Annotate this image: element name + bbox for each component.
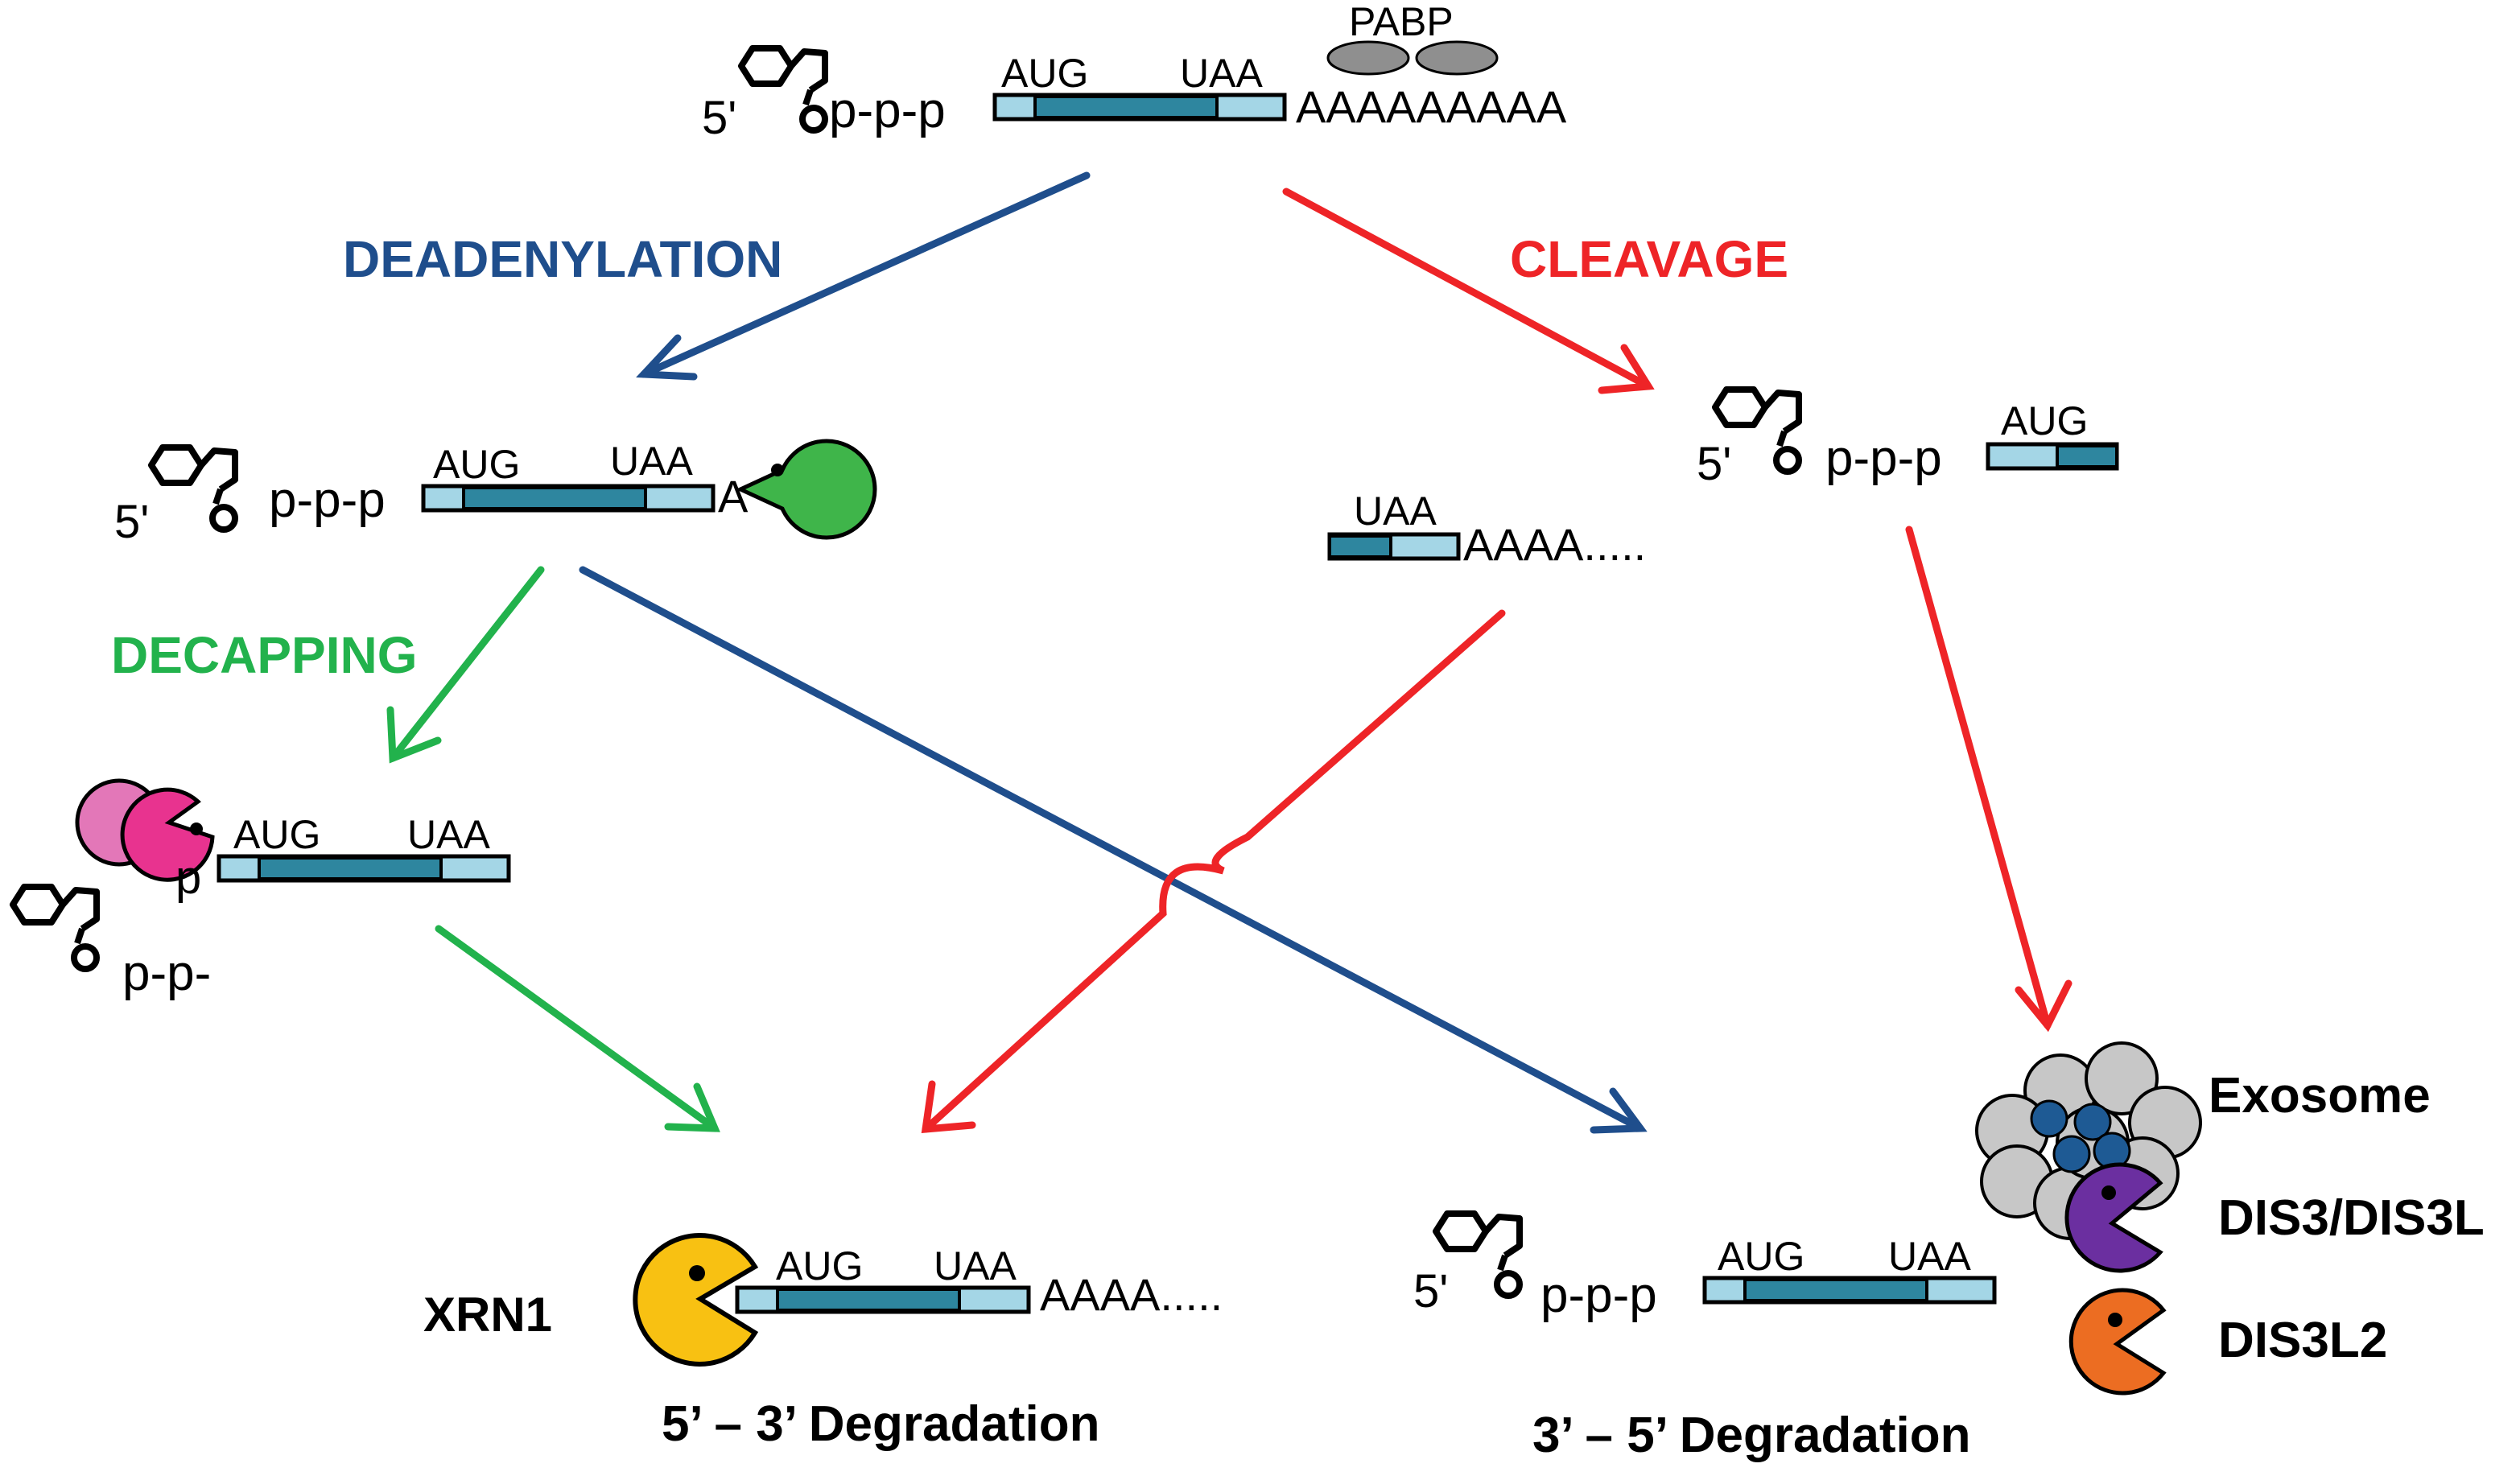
xrn1-pacman-icon [633,1233,759,1367]
residual-a-label: A [718,471,749,522]
three-to-five-degradation-label: 3’ – 5’ Degradation [1532,1408,1970,1463]
five-to-three-degradation-label: 5’ – 3’ Degradation [662,1396,1099,1452]
start-codon-label: AUG [776,1243,863,1288]
stop-codon-label: UAA [1180,51,1263,96]
five-prime-fragment-to-exosome-arrow [1905,526,2073,1033]
start-codon-label: AUG [2001,398,2088,443]
exosome-degradation: 5' p-p-p AUG UAA 3’ – 5’ Degradation [1413,1214,1994,1463]
five-prime-label: 5' [1413,1265,1448,1317]
start-codon-label: AUG [1718,1234,1804,1279]
cleavage-label: CLEAVAGE [1510,230,1788,288]
five-prime-label: 5' [702,92,736,144]
full-mrna: 5' p-p-p AUG UAA AAAAAAAAA PABP [702,0,1567,144]
five-prime-label: 5' [114,496,149,548]
three-prime-fragment-to-xrn1-arrow [921,609,1506,1133]
dis3l2-pacman-icon [2068,1288,2167,1396]
pabp-protein-icon [1326,40,1410,76]
decapped-mrna: p AUG UAA p-p- [13,778,509,1001]
dis3l2-eye [2108,1313,2122,1327]
cap-structure-icon [151,447,235,530]
decapping-label: DECAPPING [111,626,418,684]
exosome-label: Exosome [2209,1068,2431,1123]
polya-tail-label: AAAAAAAAA [1296,81,1567,132]
mrna-body [219,856,509,880]
polya-tail-label: AAAA..... [1040,1269,1223,1320]
start-codon-label: AUG [433,442,520,487]
deadenylase-pacman-icon [736,439,877,540]
released-cap-structure-icon [13,887,97,969]
deadenylated-mrna: 5' p-p-p AUG UAA A [114,439,877,548]
pabp-protein-icon [1415,40,1499,76]
stop-codon-label: UAA [610,439,693,484]
dis3-label: DIS3/DIS3L [2218,1190,2485,1246]
three-prime-fragment: UAA AAAA..... [1327,489,1646,570]
triphosphate-label: p-p-p [1825,431,1942,486]
triphosphate-label: p-p-p [269,472,386,528]
xrn1-label: XRN1 [423,1288,552,1342]
dis3l2-label: DIS3L2 [2218,1313,2387,1368]
cap-structure-icon [741,48,825,130]
diphosphate-label: p-p- [122,946,211,1001]
exosome-complex-icon [1975,1041,2202,1273]
deadenylase-eye [771,464,784,476]
stop-codon-label: UAA [934,1243,1017,1288]
five-prime-label: 5' [1697,438,1731,490]
pabp-label: PABP [1349,0,1454,44]
stop-codon-label: UAA [1354,489,1437,534]
xrn1-degradation: XRN1 AUG UAA AAAA..... 5’ – 3’ Degradati… [423,1233,1223,1452]
deadenylation-label: DEADENYLATION [343,230,782,288]
polya-tail-label: AAAA..... [1463,519,1646,570]
stop-codon-label: UAA [1888,1234,1971,1279]
triphosphate-label: p-p-p [1540,1268,1657,1323]
decapped-to-xrn1-arrow [435,925,720,1132]
mrna-body [995,95,1285,119]
triphosphate-label: p-p-p [829,83,946,138]
dis3-eye [2101,1185,2116,1200]
decapping-arrow [386,566,545,764]
decapping-enzyme-pacman-icon [120,787,215,882]
decapping-enzyme-eye [190,823,203,835]
cap-structure-icon [1436,1214,1520,1296]
five-prime-fragment: 5' p-p-p AUG [1697,390,2119,490]
deadenylation-arrow [636,171,1091,381]
dis3-pacman-icon [2064,1162,2163,1273]
mrna-body [423,486,713,510]
stop-codon-label: UAA [407,812,490,857]
xrn1-eye [689,1265,705,1281]
cleavage-arrow [1282,188,1655,394]
phosphate-label: p [175,851,201,904]
start-codon-label: AUG [233,812,320,857]
deadenylated-to-exosome-arrow [579,566,1648,1134]
start-codon-label: AUG [1001,51,1088,96]
mrna-body [1705,1278,1994,1302]
